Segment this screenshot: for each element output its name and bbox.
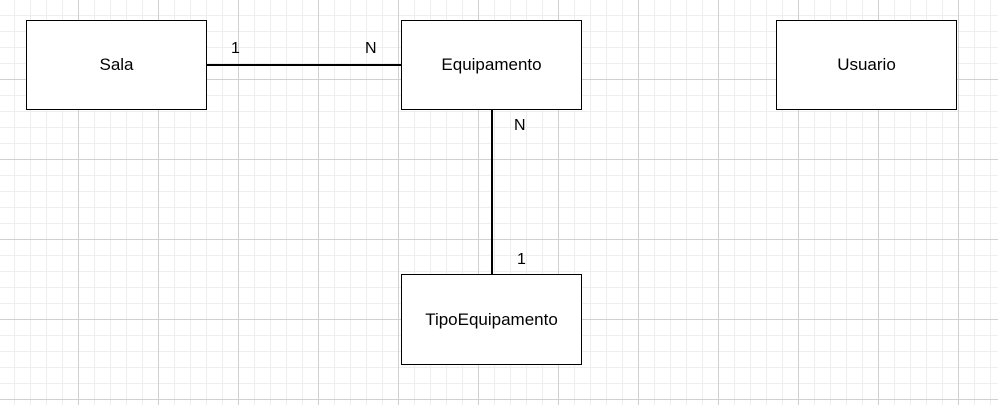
entity-sala[interactable]: Sala [26,20,207,110]
entity-sala-label: Sala [99,55,134,74]
entity-equipamento-label: Equipamento [441,55,542,74]
edge-equipamento-tipoequipamento[interactable] [491,109,493,275]
cardinality-equipamento-bottom: N [514,117,526,134]
cardinality-equipamento-side: N [365,40,377,57]
cardinality-sala-side: 1 [231,40,240,57]
edge-sala-equipamento[interactable] [207,64,402,66]
entity-tipoequipamento-label: TipoEquipamento [425,309,558,329]
entity-tipoequipamento[interactable]: TipoEquipamento [401,274,582,365]
entity-usuario[interactable]: Usuario [776,20,957,110]
entity-usuario-label: Usuario [837,55,896,74]
entity-equipamento[interactable]: Equipamento [401,20,582,110]
cardinality-tipoequipamento-top: 1 [517,251,526,268]
